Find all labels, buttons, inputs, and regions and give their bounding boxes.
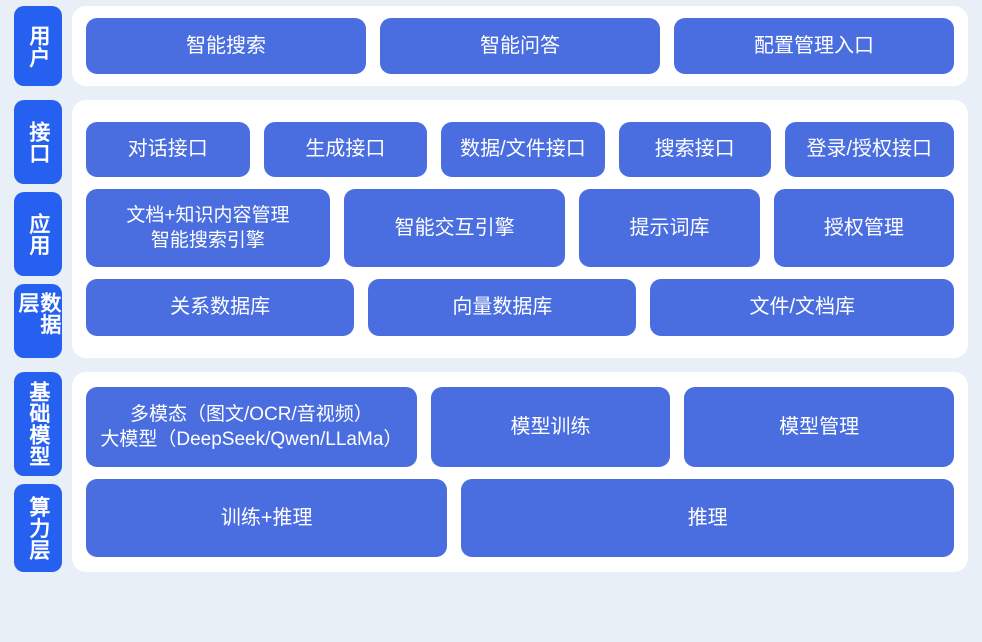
panel-infra: 多模态（图文/OCR/音视频） 大模型（DeepSeek/Qwen/LLaMa）…	[72, 372, 968, 572]
box-model-management[interactable]: 模型管理	[684, 387, 954, 467]
row-model: 多模态（图文/OCR/音视频） 大模型（DeepSeek/Qwen/LLaMa）…	[86, 387, 954, 467]
box-prompt-library[interactable]: 提示词库	[579, 189, 760, 267]
box-relational-database[interactable]: 关系数据库	[86, 279, 355, 336]
box-config-management-entry[interactable]: 配置管理入口	[674, 18, 954, 74]
box-multimodal-large-model[interactable]: 多模态（图文/OCR/音视频） 大模型（DeepSeek/Qwen/LLaMa）	[86, 387, 417, 467]
panel-user: 智能搜索 智能问答 配置管理入口	[72, 6, 968, 86]
box-document-knowledge-management[interactable]: 文档+知识内容管理 智能搜索引擎	[86, 189, 330, 267]
box-vector-database[interactable]: 向量数据库	[368, 279, 637, 336]
box-training-and-inference[interactable]: 训练+推理	[86, 479, 448, 557]
tag-column-infra: 基础模型 算力层	[14, 372, 62, 572]
box-search-interface[interactable]: 搜索接口	[618, 122, 771, 177]
section-user: 用户 智能搜索 智能问答 配置管理入口	[14, 6, 968, 86]
row-compute: 训练+推理 推理	[86, 479, 954, 557]
box-smart-interaction-engine[interactable]: 智能交互引擎	[343, 189, 566, 267]
row-application: 文档+知识内容管理 智能搜索引擎 智能交互引擎 提示词库 授权管理	[86, 189, 955, 267]
box-authorization-management[interactable]: 授权管理	[773, 189, 955, 267]
box-generation-interface[interactable]: 生成接口	[263, 122, 428, 177]
box-file-document-store[interactable]: 文件/文档库	[650, 279, 955, 336]
box-data-file-interface[interactable]: 数据/文件接口	[441, 122, 605, 177]
box-smart-search[interactable]: 智能搜索	[86, 18, 366, 74]
row-interface: 对话接口 生成接口 数据/文件接口 搜索接口 登录/授权接口	[86, 122, 954, 177]
box-inference[interactable]: 推理	[461, 479, 954, 557]
section-infra: 基础模型 算力层 多模态（图文/OCR/音视频） 大模型（DeepSeek/Qw…	[14, 372, 968, 572]
row-data: 关系数据库 向量数据库 文件/文档库	[86, 279, 955, 336]
layer-tag-application: 应用	[14, 192, 62, 276]
row-user-entries: 智能搜索 智能问答 配置管理入口	[86, 18, 954, 74]
layer-tag-data: 数据层	[14, 284, 62, 358]
box-smart-qa[interactable]: 智能问答	[380, 18, 660, 74]
layer-tag-interface: 接口	[14, 100, 62, 184]
box-model-training[interactable]: 模型训练	[430, 387, 671, 467]
box-dialog-interface[interactable]: 对话接口	[86, 122, 250, 177]
tag-column-core: 接口 应用 数据层	[14, 100, 62, 358]
layer-tag-compute-power: 算力层	[14, 484, 62, 572]
section-core: 接口 应用 数据层 对话接口 生成接口 数据/文件接口 搜索接口 登录/授权接口…	[14, 100, 968, 358]
layer-tag-user: 用户	[14, 6, 62, 86]
tag-column-user: 用户	[14, 6, 62, 86]
panel-core: 对话接口 生成接口 数据/文件接口 搜索接口 登录/授权接口 文档+知识内容管理…	[72, 100, 968, 358]
box-login-auth-interface[interactable]: 登录/授权接口	[784, 122, 954, 177]
layer-tag-foundation-model: 基础模型	[14, 372, 62, 476]
